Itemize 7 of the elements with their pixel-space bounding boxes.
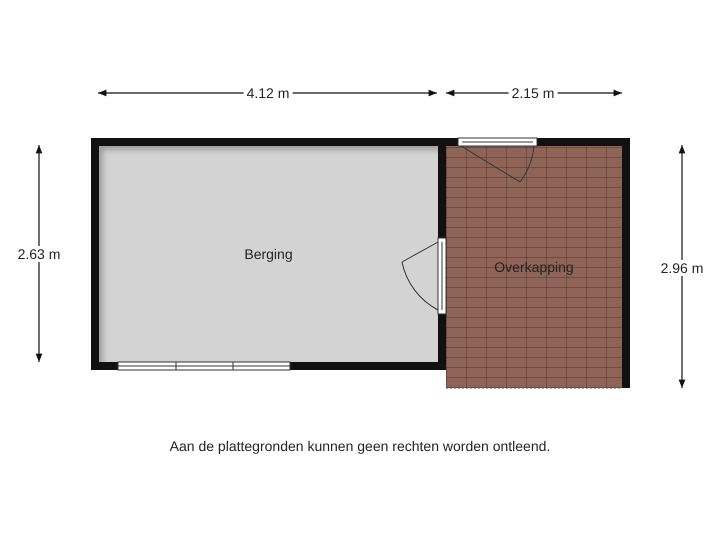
dimension-label: 4.12 m (244, 85, 292, 101)
room-label: Overkapping (494, 259, 574, 275)
room-floor (99, 146, 438, 362)
room-label: Berging (244, 246, 293, 262)
dimension-label: 2.15 m (508, 85, 558, 101)
paved-area (446, 146, 622, 388)
disclaimer-note: Aan de plattegronden kunnen geen rechten worden ontleend. (170, 438, 550, 454)
